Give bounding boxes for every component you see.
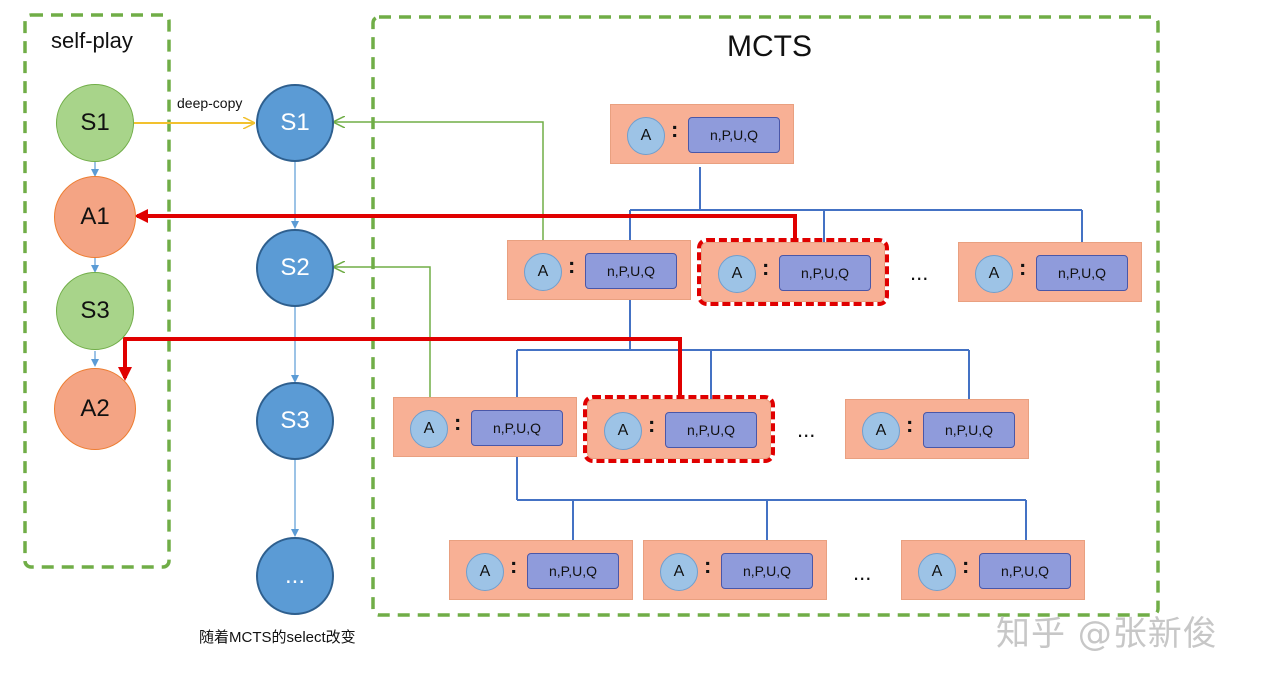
action-circle: A — [466, 553, 504, 591]
action-circle: A — [918, 553, 956, 591]
action-circle: A — [627, 117, 665, 155]
sim-state-s2: S2 — [256, 229, 334, 307]
mcts-root-node: A : n,P,U,Q — [610, 104, 794, 164]
level3-ellipsis: ... — [853, 560, 872, 585]
sim-state-s3: S3 — [256, 382, 334, 460]
link-level1-to-s1 — [334, 122, 544, 257]
mcts-level1-node-selected: A : n,P,U,Q — [697, 238, 889, 306]
action-circle: A — [410, 410, 448, 448]
colon-separator: : — [648, 412, 656, 437]
selfplay-state-s3: S3 — [56, 272, 134, 350]
zhihu-watermark: 知乎 @张新俊 — [996, 614, 1218, 654]
node-stats: n,P,U,Q — [688, 117, 780, 153]
colon-separator: : — [962, 553, 970, 578]
action-circle: A — [718, 255, 756, 293]
colon-separator: : — [1019, 255, 1027, 280]
node-stats: n,P,U,Q — [665, 412, 757, 448]
sim-state-s1: S1 — [256, 84, 334, 162]
selfplay-state-s1: S1 — [56, 84, 134, 162]
mcts-frame — [371, 15, 1160, 617]
node-stats: n,P,U,Q — [721, 553, 813, 589]
select-arrow-to-a1 — [134, 209, 797, 243]
level1-ellipsis: ... — [910, 260, 929, 285]
mcts-level2-node-selected: A : n,P,U,Q — [583, 395, 775, 463]
action-circle: A — [524, 253, 562, 291]
mcts-level2-node-last: A : n,P,U,Q — [845, 399, 1029, 459]
node-stats: n,P,U,Q — [1036, 255, 1128, 291]
node-stats: n,P,U,Q — [585, 253, 677, 289]
mcts-level1-node-last: A : n,P,U,Q — [958, 242, 1142, 302]
colon-separator: : — [568, 253, 576, 278]
colon-separator: : — [704, 553, 712, 578]
selfplay-title: self-play — [51, 28, 133, 53]
mcts-title: MCTS — [727, 30, 812, 63]
level2-ellipsis: ... — [797, 417, 816, 442]
sim-state-more: ... — [256, 537, 334, 615]
selfplay-action-a1: A1 — [54, 176, 136, 258]
colon-separator: : — [906, 412, 914, 437]
deep-copy-label: deep-copy — [177, 95, 243, 111]
colon-separator: : — [454, 410, 462, 435]
select-arrow-to-a2 — [118, 337, 682, 398]
colon-separator: : — [762, 255, 770, 280]
node-stats: n,P,U,Q — [471, 410, 563, 446]
node-stats: n,P,U,Q — [527, 553, 619, 589]
link-level2-to-s2 — [334, 267, 431, 414]
sim-caption: 随着MCTS的select改变 — [199, 629, 356, 646]
mcts-level3-node-last: A : n,P,U,Q — [901, 540, 1085, 600]
action-circle: A — [660, 553, 698, 591]
action-circle: A — [604, 412, 642, 450]
action-circle: A — [862, 412, 900, 450]
node-stats: n,P,U,Q — [979, 553, 1071, 589]
mcts-level1-node-1: A : n,P,U,Q — [507, 240, 691, 300]
colon-separator: : — [510, 553, 518, 578]
tree-edges — [516, 167, 1083, 553]
mcts-level3-node-2: A : n,P,U,Q — [643, 540, 827, 600]
mcts-level2-node-1: A : n,P,U,Q — [393, 397, 577, 457]
node-stats: n,P,U,Q — [923, 412, 1015, 448]
action-circle: A — [975, 255, 1013, 293]
colon-separator: : — [671, 117, 679, 142]
selfplay-frame — [23, 13, 171, 569]
mcts-level3-node-1: A : n,P,U,Q — [449, 540, 633, 600]
node-stats: n,P,U,Q — [779, 255, 871, 291]
selfplay-action-a2: A2 — [54, 368, 136, 450]
